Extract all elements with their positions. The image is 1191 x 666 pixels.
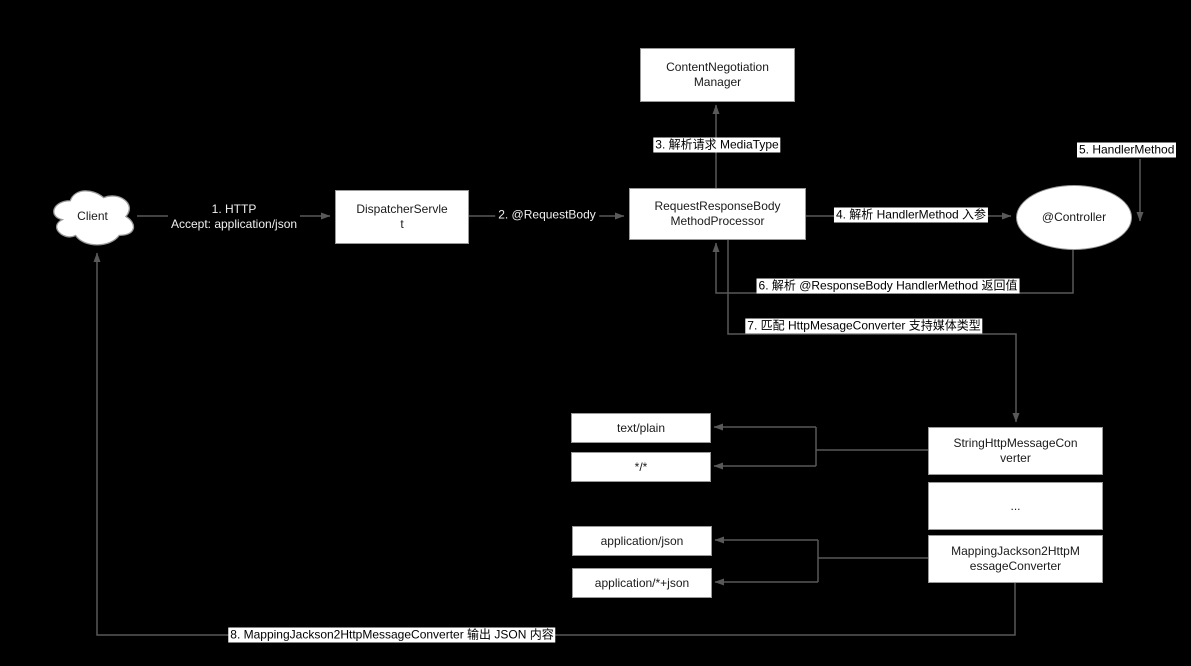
node-media-text-plain-label: text/plain — [616, 420, 666, 435]
node-media-application-json-label: application/json — [600, 533, 684, 548]
node-ellipsis-converter: ... — [928, 482, 1103, 530]
node-controller-label: @Controller — [1041, 210, 1107, 224]
node-string-http-message-converter-label: StringHttpMessageCon verter — [953, 436, 1078, 465]
branch-jacksonconverter-connector — [817, 540, 928, 582]
node-controller: @Controller — [1016, 185, 1132, 250]
node-media-application-wildcard-json-label: application/*+json — [594, 575, 690, 590]
node-dispatcher-servlet-label: DispatcherServle t — [356, 202, 448, 231]
node-content-negotiation-manager-label: ContentNegotiation Manager — [666, 60, 769, 89]
node-media-wildcard-label: */* — [634, 459, 648, 474]
node-content-negotiation-manager: ContentNegotiation Manager — [640, 48, 795, 102]
node-ellipsis-converter-label: ... — [1010, 498, 1021, 513]
node-mapping-jackson2-http-message-converter-label: MappingJackson2HttpM essageConverter — [951, 544, 1080, 573]
node-request-response-body-method-processor: RequestResponseBody MethodProcessor — [629, 188, 806, 240]
node-media-application-json: application/json — [572, 526, 712, 556]
edge-label-3: 3. 解析请求 MediaType — [653, 137, 781, 153]
edge-label-5: 5. HandlerMethod — [1077, 142, 1177, 158]
node-mapping-jackson2-http-message-converter: MappingJackson2HttpM essageConverter — [928, 535, 1103, 583]
cloud-icon — [48, 185, 137, 248]
node-media-wildcard: */* — [571, 452, 711, 482]
node-request-response-body-method-processor-label: RequestResponseBody MethodProcessor — [654, 199, 781, 228]
node-media-application-wildcard-json: application/*+json — [572, 568, 712, 598]
edge-label-1: 1. HTTP Accept: application/json — [167, 202, 301, 232]
edge-7-processor-to-stringconverter — [727, 238, 1020, 423]
node-client: Client — [48, 185, 137, 248]
edge-label-8: 8. MappingJackson2HttpMessageConverter 输… — [228, 627, 556, 643]
edge-label-4: 4. 解析 HandlerMethod 入参 — [833, 207, 989, 223]
edge-label-7: 7. 匹配 HttpMesageConverter 支持媒体类型 — [745, 318, 983, 334]
node-dispatcher-servlet: DispatcherServle t — [335, 190, 469, 244]
edge-8-jacksonconverter-to-client — [93, 252, 1016, 636]
node-client-label: Client — [77, 209, 108, 223]
node-string-http-message-converter: StringHttpMessageCon verter — [928, 427, 1103, 475]
edge-label-2: 2. @RequestBody — [495, 207, 599, 223]
node-media-text-plain: text/plain — [571, 413, 711, 443]
branch-stringconverter-connector — [815, 427, 928, 466]
edge-label-6: 6. 解析 @ResponseBody HandlerMethod 返回值 — [756, 278, 1020, 294]
